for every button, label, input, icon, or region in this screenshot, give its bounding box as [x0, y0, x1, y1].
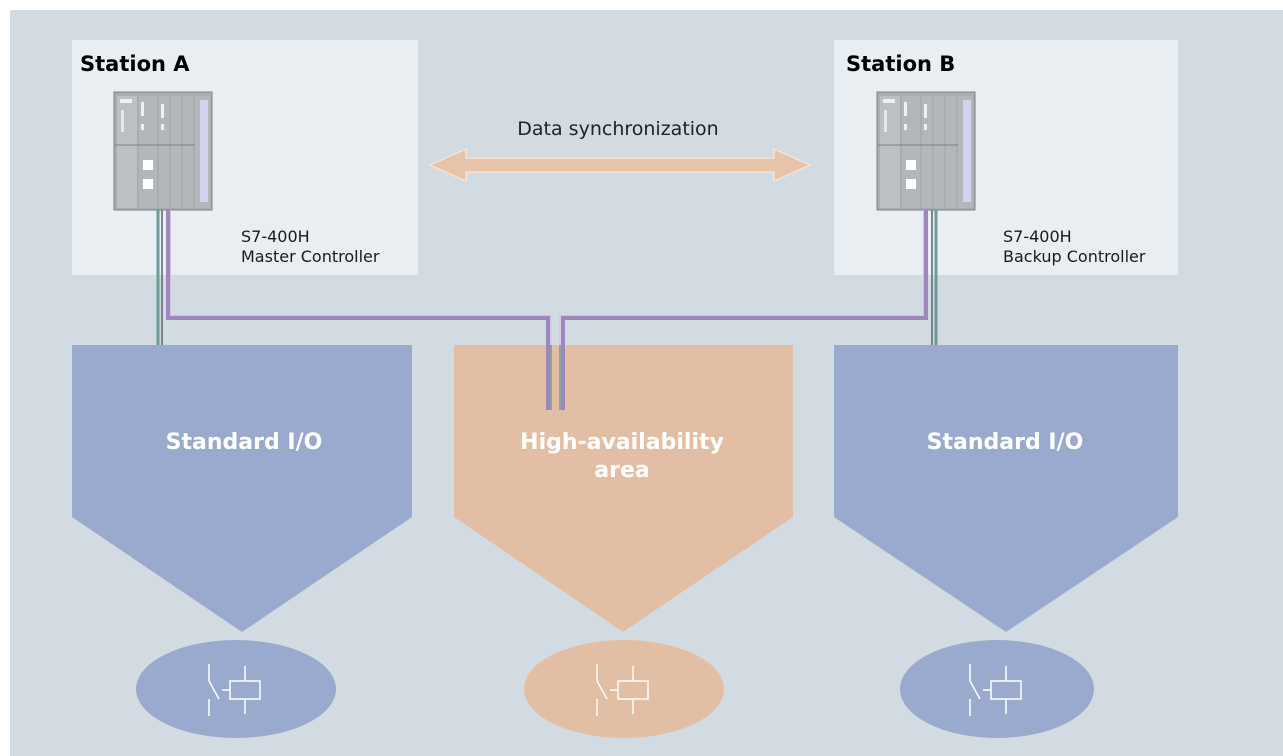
field-device-center: [524, 640, 724, 738]
field-device-right: [900, 640, 1094, 738]
relay-icon: [208, 664, 261, 716]
controller-b-icon: [876, 91, 976, 211]
station-a-title: Station A: [80, 52, 190, 76]
sync-double-arrow: [428, 147, 812, 183]
high-availability-label-line2: area: [594, 458, 649, 483]
station-a-role: Master Controller: [241, 247, 380, 266]
station-b-model: S7-400H: [1003, 227, 1072, 246]
station-a-model: S7-400H: [241, 227, 310, 246]
station-b-role: Backup Controller: [1003, 247, 1146, 266]
field-device-left: [136, 640, 336, 738]
relay-icon: [969, 664, 1022, 716]
cable-center-ends: [546, 345, 565, 410]
relay-icon: [596, 664, 649, 716]
standard-io-left-label: Standard I/O: [166, 430, 323, 455]
high-availability-area: [454, 345, 793, 632]
controller-a-icon: [113, 91, 213, 211]
standard-io-right-label: Standard I/O: [927, 430, 1084, 455]
standard-io-right-area: [834, 345, 1178, 632]
standard-io-left-area: [72, 345, 412, 632]
station-b-title: Station B: [846, 52, 955, 76]
high-availability-label-line1: High-availability: [520, 430, 724, 455]
sync-label: Data synchronization: [517, 118, 718, 140]
